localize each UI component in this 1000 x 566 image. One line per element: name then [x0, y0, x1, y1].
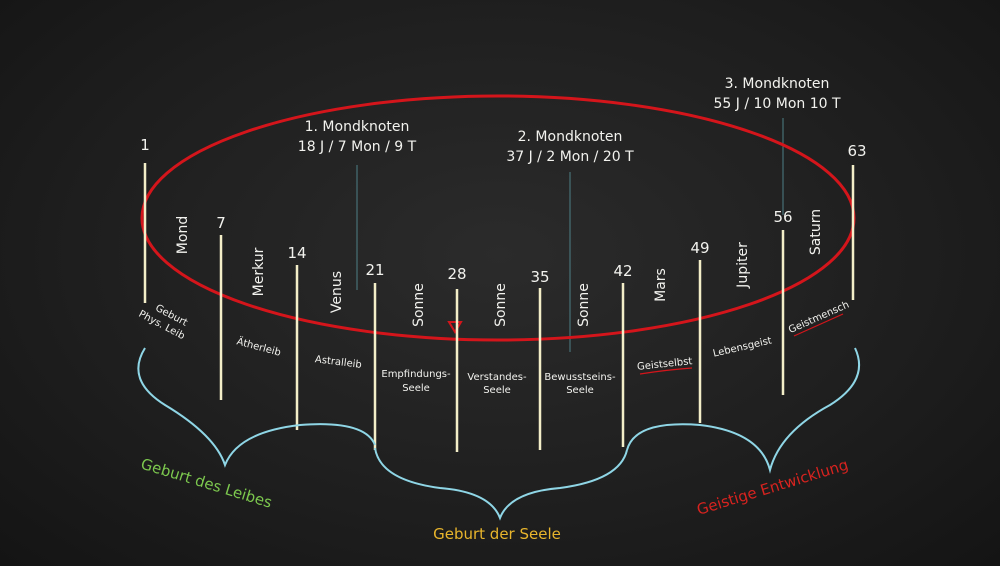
lunar-node-title: 1. Mondknoten [305, 119, 410, 135]
age-label: 63 [847, 142, 866, 160]
brace-spirit [626, 347, 860, 474]
triangle-marker-icon [447, 321, 463, 334]
group-label-body: Geburt des Leibes [139, 455, 275, 512]
planet-label: Venus [329, 271, 345, 313]
age-lines [143, 163, 855, 452]
group-label-spirit: Geistige Entwicklung [695, 456, 851, 519]
planet-label: Mond [175, 216, 191, 254]
member-label-verstandesseele: Seele [483, 385, 511, 396]
underline [793, 313, 844, 337]
member-label-geistmensch: Geistmensch [787, 299, 851, 336]
group-label-soul: Geburt der Seele [433, 525, 561, 543]
member-label-aetherleib: Ätherleib [235, 334, 282, 358]
age-label: 28 [447, 265, 466, 283]
age-label: 7 [216, 214, 226, 232]
planet-label: Merkur [251, 247, 267, 296]
planet-label: Sonne [493, 283, 509, 327]
brace-soul [374, 447, 628, 521]
lunar-node-duration: 18 J / 7 Mon / 9 T [298, 139, 417, 155]
age-label: 21 [365, 261, 384, 279]
member-label-phys-leib: Geburt Phys. Leib [137, 303, 189, 342]
planet-label: Mars [653, 268, 669, 302]
member-label-empfindungsseele: Seele [402, 383, 430, 394]
planet-label: Sonne [576, 283, 592, 327]
age-label: 1 [140, 136, 150, 154]
lunar-node-title: 3. Mondknoten [725, 76, 830, 92]
lunar-node-title: 2. Mondknoten [518, 129, 623, 145]
member-label-bewusstseinsseele: Seele [566, 385, 594, 396]
planet-label: Jupiter [735, 242, 751, 289]
brace-body [137, 347, 376, 468]
lunar-node-duration: 55 J / 10 Mon 10 T [713, 96, 841, 112]
member-label-bewusstseinsseele: Bewusstseins- [544, 372, 616, 383]
underline [639, 367, 693, 375]
age-label: 56 [773, 208, 792, 226]
age-label: 14 [287, 244, 306, 262]
planet-label: Saturn [808, 209, 824, 255]
age-label: 42 [613, 262, 632, 280]
member-label-astralleib: Astralleib [314, 354, 362, 371]
member-label-verstandesseele: Verstandes- [467, 372, 527, 383]
age-label: 35 [530, 268, 549, 286]
lunar-node-duration: 37 J / 2 Mon / 20 T [506, 149, 634, 165]
member-label-empfindungsseele: Empfindungs- [381, 369, 451, 380]
member-label-lebensgeist: Lebensgeist [712, 335, 773, 359]
planet-label: Sonne [411, 283, 427, 327]
age-label: 49 [690, 239, 709, 257]
